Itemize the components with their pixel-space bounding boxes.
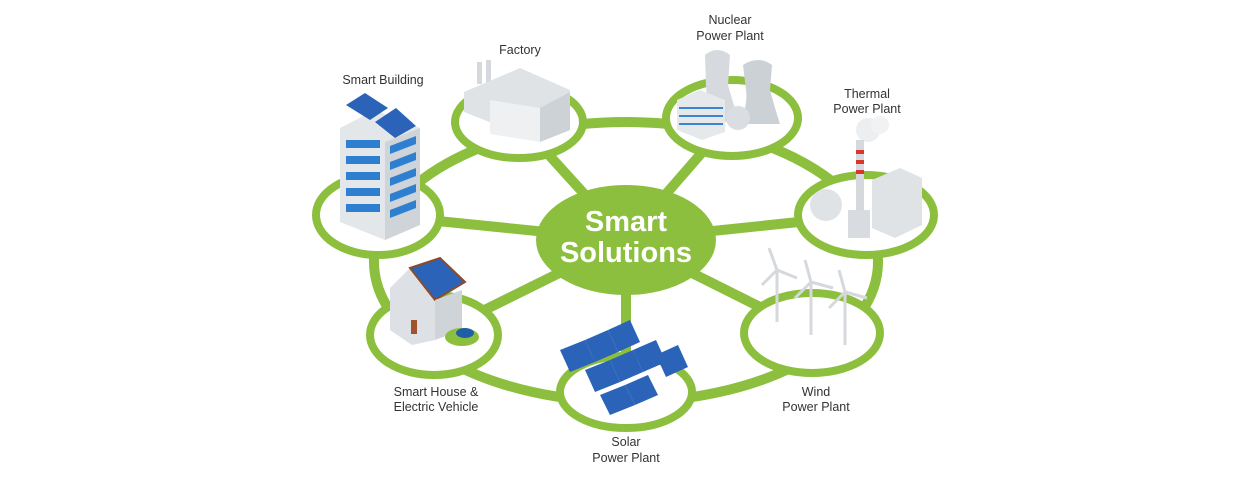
- thermal-plant-icon: [810, 116, 922, 238]
- label-thermal-line1: Thermal: [844, 87, 890, 101]
- label-thermal-line2: Power Plant: [833, 102, 901, 116]
- label-nuclear-line2: Power Plant: [696, 29, 764, 43]
- factory-icon: [464, 60, 570, 142]
- smart-building-icon: [340, 93, 420, 240]
- label-solar-line2: Power Plant: [592, 451, 660, 465]
- label-smart-house-line2: Electric Vehicle: [394, 400, 479, 414]
- label-smart-building: Smart Building: [342, 73, 423, 87]
- solar-panels-icon: [560, 320, 688, 415]
- label-wind-line1: Wind: [802, 385, 831, 399]
- hub-ellipse: [536, 185, 716, 295]
- label-nuclear-line1: Nuclear: [708, 13, 751, 27]
- label-wind-line2: Power Plant: [782, 400, 850, 414]
- label-smart-house-line1: Smart House &: [394, 385, 479, 399]
- hub-title-line2: Solutions: [560, 237, 692, 269]
- smart-house-icon: [390, 256, 479, 346]
- wind-turbines-icon: [760, 247, 868, 345]
- label-factory: Factory: [499, 43, 541, 57]
- hub-title-line1: Smart: [585, 206, 668, 238]
- nuclear-plant-icon: [677, 50, 780, 140]
- label-solar-line1: Solar: [611, 435, 640, 449]
